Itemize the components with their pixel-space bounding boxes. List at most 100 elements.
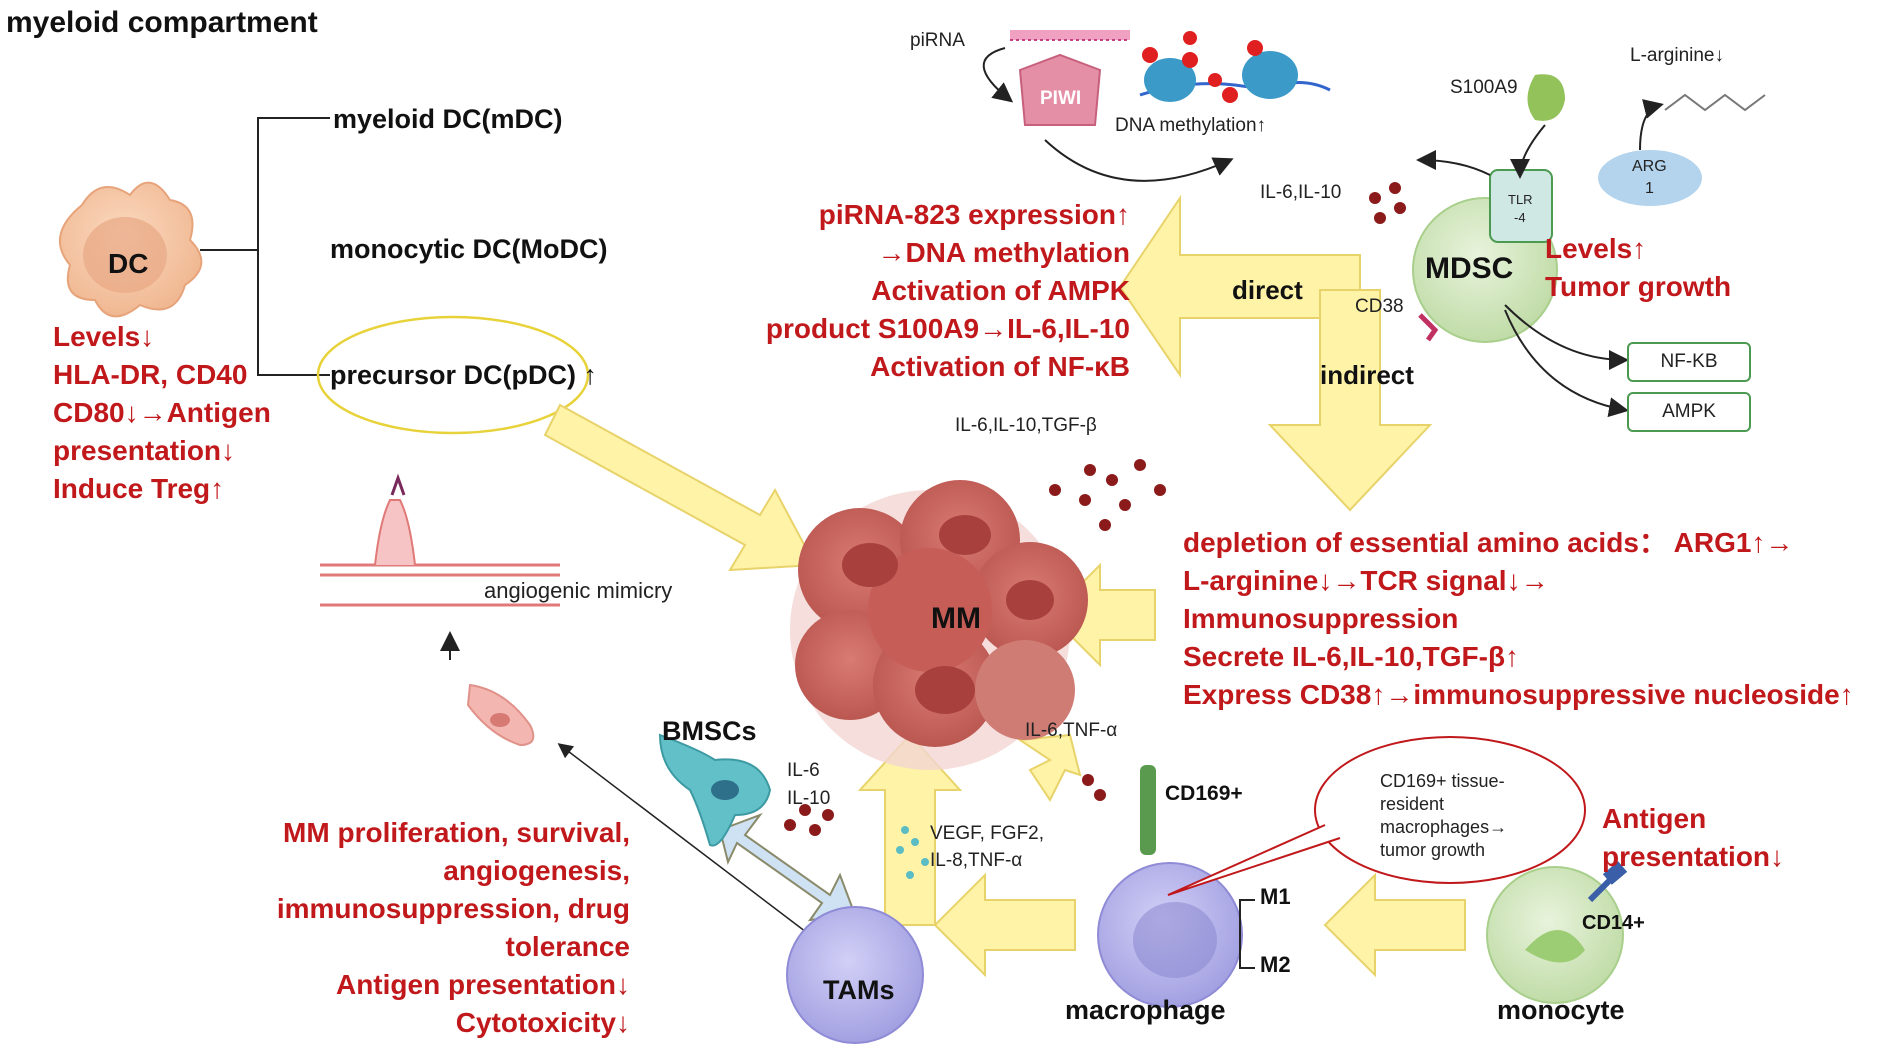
direct-effect: →DNA methylation	[877, 237, 1130, 268]
dc-brace	[200, 117, 330, 376]
callout-line: resident	[1380, 794, 1445, 814]
arg1-arrow	[1639, 99, 1664, 151]
bmsc-il10-label: IL-10	[787, 788, 831, 809]
indirect-effect: Express CD38↑→immunosuppressive nucleosi…	[1183, 679, 1854, 710]
tam-effect: MM proliferation, survival,	[283, 817, 630, 848]
m1-m2-brace	[1239, 899, 1255, 969]
arg1-ellipse	[1598, 150, 1702, 206]
tam-cytokines-label: IL-6,TNF-α	[1025, 720, 1118, 741]
mdsc-nfkb-link	[1504, 304, 1629, 370]
direct-label: direct	[1232, 275, 1303, 305]
m1-label: M1	[1260, 884, 1291, 909]
dc-effect-levels: Levels↓	[53, 321, 155, 352]
callout-line: macrophages→	[1380, 817, 1508, 837]
arrow-macrophage-to-tam	[933, 872, 1076, 978]
dc-effect-antigen: presentation↓	[53, 435, 236, 466]
piwi-label: PIWI	[1040, 88, 1082, 109]
direct-effect: Activation of NF-κB	[870, 351, 1130, 382]
tam-effect: angiogenesis,	[443, 855, 630, 886]
dc-label: DC	[108, 248, 149, 279]
tam-secreted-line2: IL-8,TNF-α	[930, 850, 1023, 871]
arrow-bmsc-tam-double	[718, 812, 857, 922]
tam-effect: Cytotoxicity↓	[455, 1007, 630, 1038]
mdsc-cell	[1412, 169, 1558, 343]
indirect-effects-text: depletion of essential amino acids： ARG1…	[1183, 524, 1854, 714]
ampk-box: AMPK	[1627, 392, 1751, 432]
angiogenic-mimicry-illustration	[320, 473, 560, 607]
indirect-effect: L-arginine↓→TCR signal↓→	[1183, 565, 1549, 596]
tam-effect: tolerance	[505, 931, 631, 962]
cd38-label: CD38	[1355, 296, 1404, 317]
tam-label: TAMs	[823, 975, 895, 1005]
tam-effect: immunosuppression, drug	[276, 893, 630, 924]
dc-cell	[59, 181, 203, 318]
figure-title: myeloid compartment	[6, 6, 318, 39]
tam-secreted-line1: VEGF, FGF2,	[930, 823, 1045, 844]
mdsc-effect-tumor: Tumor growth	[1545, 271, 1732, 302]
callout-line: CD169+ tissue-	[1380, 771, 1505, 791]
mm-label: MM	[931, 602, 981, 635]
indirect-effect: depletion of essential amino acids： ARG1…	[1183, 527, 1794, 558]
dc-effect-cd80: CD80↓→Antigen	[53, 397, 271, 428]
bmsc-label: BMSCs	[662, 716, 757, 746]
mdsc-ampk-link	[1504, 309, 1629, 418]
indirect-label: indirect	[1320, 360, 1414, 390]
bmsc-cell	[658, 733, 772, 847]
macrophage-cell	[1097, 765, 1243, 1008]
indirect-effect: Secrete IL-6,IL-10,TGF-β↑	[1183, 641, 1520, 672]
cytokine-dots	[784, 182, 1406, 836]
tam-secretion-dots	[896, 826, 929, 879]
tam-to-endothelial-arrow	[557, 743, 811, 936]
mm-tumor-cluster	[790, 480, 1088, 770]
mdsc-cytokines-label: IL-6,IL-10,TGF-β	[955, 415, 1097, 436]
monocyte-label: monocyte	[1497, 995, 1625, 1025]
callout-text: CD169+ tissue- resident macrophages→ tum…	[1380, 770, 1507, 862]
cd169-callout	[1167, 736, 1586, 896]
direct-effect: Activation of AMPK	[871, 275, 1130, 306]
dc-subtype-modc: monocytic DC(MoDC)	[330, 234, 608, 264]
angiogenic-mimicry-label: angiogenic mimicry	[484, 578, 673, 603]
macrophage-label: macrophage	[1065, 995, 1226, 1025]
arg1-label-line2: 1	[1645, 180, 1654, 197]
dna-methylation-label: DNA methylation↑	[1115, 115, 1267, 136]
mdsc-il-arrow	[1416, 150, 1491, 176]
tlr4-label-line2: -4	[1514, 210, 1526, 225]
l-arginine-label: L-arginine↓	[1630, 45, 1724, 66]
cd14-label: CD14+	[1582, 912, 1645, 934]
arrow-pdc-to-mm	[543, 403, 817, 572]
endothelial-cell	[466, 683, 535, 747]
direct-effect: product S100A9→IL-6,IL-10	[765, 313, 1130, 344]
s100a9-molecule	[1527, 74, 1565, 121]
s100a9-label: S100A9	[1450, 77, 1518, 98]
monocyte-cell	[1486, 861, 1628, 1004]
callout-line: tumor growth	[1380, 840, 1486, 860]
pdc-ellipse	[316, 315, 590, 435]
arg1-label-line1: ARG	[1632, 158, 1667, 175]
nfkb-box: NF-KB	[1627, 342, 1751, 382]
s100a9-arrow	[1510, 124, 1546, 179]
pirna-panel	[982, 30, 1331, 182]
direct-effects-text: piRNA-823 expression↑ →DNA methylation A…	[700, 196, 1130, 386]
tam-cell	[786, 906, 924, 1044]
dc-effect-hla: HLA-DR, CD40	[53, 359, 248, 390]
arrow-tam-cytokines-to-mm	[1017, 733, 1082, 802]
dc-subtype-pdc: precursor DC(pDC) ↑	[330, 360, 598, 390]
direct-effect: piRNA-823 expression↑	[818, 199, 1130, 230]
mdsc-effect-levels: Levels↑	[1545, 233, 1647, 264]
arrow-monocyte-to-macrophage	[1323, 872, 1466, 978]
mdsc-label: MDSC	[1425, 252, 1514, 285]
cd169-label: CD169+	[1165, 782, 1243, 805]
dc-effect-treg: Induce Treg↑	[53, 473, 225, 504]
arginine-structure	[1664, 93, 1766, 112]
pirna-label: piRNA	[910, 30, 965, 51]
m2-label: M2	[1260, 952, 1291, 977]
tam-effect: Antigen presentation↓	[335, 969, 630, 1000]
tam-effects-text: MM proliferation, survival, angiogenesis…	[230, 814, 630, 1042]
arrow-mdsc-indirect	[1267, 289, 1433, 512]
monocyte-effect-antigen: Antigen	[1602, 803, 1707, 834]
dc-subtype-mdc: myeloid DC(mDC)	[333, 104, 563, 134]
tlr4-label-line1: TLR	[1508, 192, 1533, 207]
mdsc-il-label: IL-6,IL-10	[1260, 182, 1342, 203]
